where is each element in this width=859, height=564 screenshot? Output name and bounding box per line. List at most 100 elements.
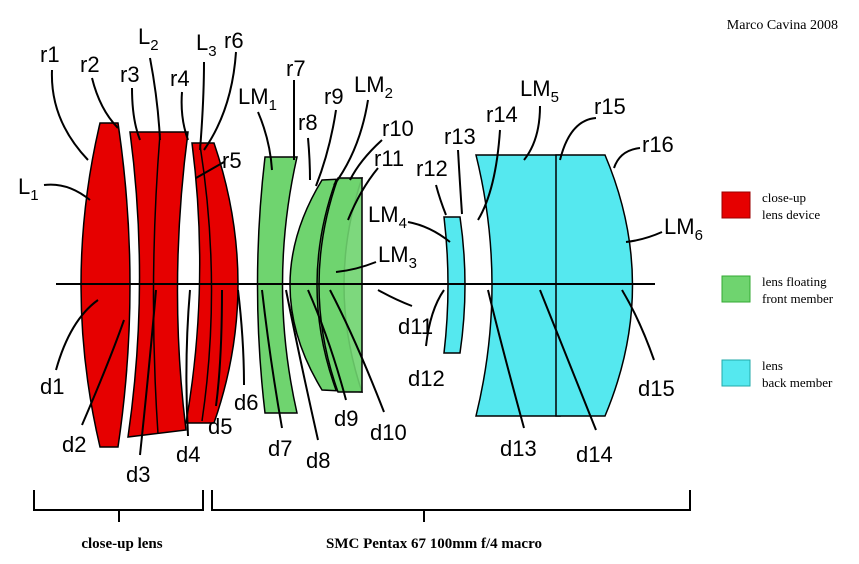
legend-green-line2: front member bbox=[762, 291, 834, 306]
leader-d10 bbox=[329, 289, 385, 413]
label-l2: L2 bbox=[138, 24, 159, 54]
label-d2: d2 bbox=[62, 432, 86, 457]
leader-r4 bbox=[180, 91, 189, 141]
label-r9: r9 bbox=[324, 84, 344, 109]
label-r11: r11 bbox=[374, 146, 404, 171]
label-d9: d9 bbox=[334, 406, 358, 431]
svg-text:LM6: LM6 bbox=[664, 214, 703, 244]
label-r2: r2 bbox=[80, 52, 100, 77]
label-d6: d6 bbox=[234, 390, 258, 415]
legend-cyan-line2: back member bbox=[762, 375, 833, 390]
legend-cyan-line1: lens bbox=[762, 358, 783, 373]
bracket-close-up bbox=[33, 490, 204, 522]
label-d8: d8 bbox=[306, 448, 330, 473]
label-d11: d11 bbox=[398, 314, 433, 339]
label-r15: r15 bbox=[594, 94, 626, 119]
leader-lm5 bbox=[523, 105, 541, 161]
leader-lm1 bbox=[257, 111, 273, 171]
label-lm3: LM3 bbox=[378, 242, 417, 272]
leader-d9 bbox=[307, 289, 347, 401]
legend-red-line1: close-up bbox=[762, 190, 806, 205]
label-d4: d4 bbox=[176, 442, 200, 467]
label-r5: r5 bbox=[222, 148, 242, 173]
leader-d15 bbox=[621, 289, 655, 361]
svg-text:LM2: LM2 bbox=[354, 72, 393, 102]
bracket-pentax bbox=[211, 490, 691, 522]
label-lm2: LM2 bbox=[354, 72, 393, 102]
label-r4: r4 bbox=[170, 66, 190, 91]
leader-d7 bbox=[261, 289, 283, 429]
label-r12: r12 bbox=[416, 156, 448, 181]
svg-text:L2: L2 bbox=[138, 24, 159, 54]
leader-d14 bbox=[539, 289, 597, 431]
svg-text:LM4: LM4 bbox=[368, 202, 407, 232]
label-r6: r6 bbox=[224, 28, 244, 53]
leader-lm6 bbox=[625, 231, 663, 243]
leader-r1 bbox=[50, 69, 89, 161]
label-r1: r1 bbox=[40, 42, 60, 67]
leader-r12 bbox=[435, 184, 447, 216]
svg-text:LM1: LM1 bbox=[238, 84, 277, 114]
leader-d13 bbox=[487, 289, 525, 429]
leader-lm2 bbox=[333, 99, 369, 186]
label-r8: r8 bbox=[298, 110, 318, 135]
svg-text:L1: L1 bbox=[18, 174, 39, 204]
leader-r10 bbox=[349, 139, 383, 181]
credit-text: Marco Cavina 2008 bbox=[727, 18, 838, 33]
leader-r9 bbox=[315, 109, 337, 187]
label-lm4: LM4 bbox=[368, 202, 407, 232]
leader-lm3 bbox=[335, 261, 377, 273]
label-d1: d1 bbox=[40, 374, 64, 399]
leader-r3 bbox=[131, 87, 141, 141]
label-l1: L1 bbox=[18, 174, 39, 204]
leader-r14 bbox=[477, 129, 501, 221]
leader-d12 bbox=[425, 289, 445, 347]
leader-r6 bbox=[203, 51, 237, 151]
leader-r13 bbox=[457, 149, 463, 215]
label-d14: d14 bbox=[576, 442, 613, 467]
label-d7: d7 bbox=[268, 436, 292, 461]
label-d13: d13 bbox=[500, 436, 537, 461]
legend-green-line1: lens floating bbox=[762, 274, 827, 289]
label-r10: r10 bbox=[382, 116, 414, 141]
leader-r11 bbox=[347, 167, 379, 221]
label-d10: d10 bbox=[370, 420, 407, 445]
leader-l3 bbox=[199, 61, 205, 151]
label-r16: r16 bbox=[642, 132, 674, 157]
leader-d2 bbox=[81, 319, 125, 426]
label-lm6: LM6 bbox=[664, 214, 703, 244]
leader-d8 bbox=[285, 289, 319, 441]
legend-swatch-green bbox=[721, 275, 751, 303]
leader-r8 bbox=[307, 137, 311, 181]
svg-text:L3: L3 bbox=[196, 30, 217, 60]
lens-element-lm6 bbox=[555, 154, 634, 417]
leader-d11 bbox=[377, 289, 413, 307]
label-l3: L3 bbox=[196, 30, 217, 60]
label-d15: d15 bbox=[638, 376, 675, 401]
label-d5: d5 bbox=[208, 414, 232, 439]
leader-d1 bbox=[55, 299, 99, 371]
label-r7: r7 bbox=[286, 56, 306, 81]
label-d3: d3 bbox=[126, 462, 150, 487]
label-r3: r3 bbox=[120, 62, 140, 87]
label-lm5: LM5 bbox=[520, 76, 559, 106]
legend: close-up lens device lens floating front… bbox=[721, 190, 834, 390]
label-lm1: LM1 bbox=[238, 84, 277, 114]
label-r14: r14 bbox=[486, 102, 518, 127]
leader-d5 bbox=[215, 289, 223, 407]
label-d12: d12 bbox=[408, 366, 445, 391]
label-r13: r13 bbox=[444, 124, 476, 149]
leader-r2 bbox=[91, 77, 119, 129]
leader-d6 bbox=[237, 289, 245, 386]
leader-d4 bbox=[185, 289, 191, 437]
group-label-pentax: SMC Pentax 67 100mm f/4 macro bbox=[326, 536, 542, 552]
legend-swatch-red bbox=[721, 191, 751, 219]
group-label-close-up: close-up lens bbox=[81, 536, 162, 552]
leader-lm4 bbox=[407, 221, 451, 243]
legend-swatch-cyan bbox=[721, 359, 751, 387]
legend-red-line2: lens device bbox=[762, 207, 820, 222]
leader-l2 bbox=[149, 57, 161, 141]
leader-l1 bbox=[43, 183, 91, 201]
leader-r5 bbox=[195, 161, 225, 179]
